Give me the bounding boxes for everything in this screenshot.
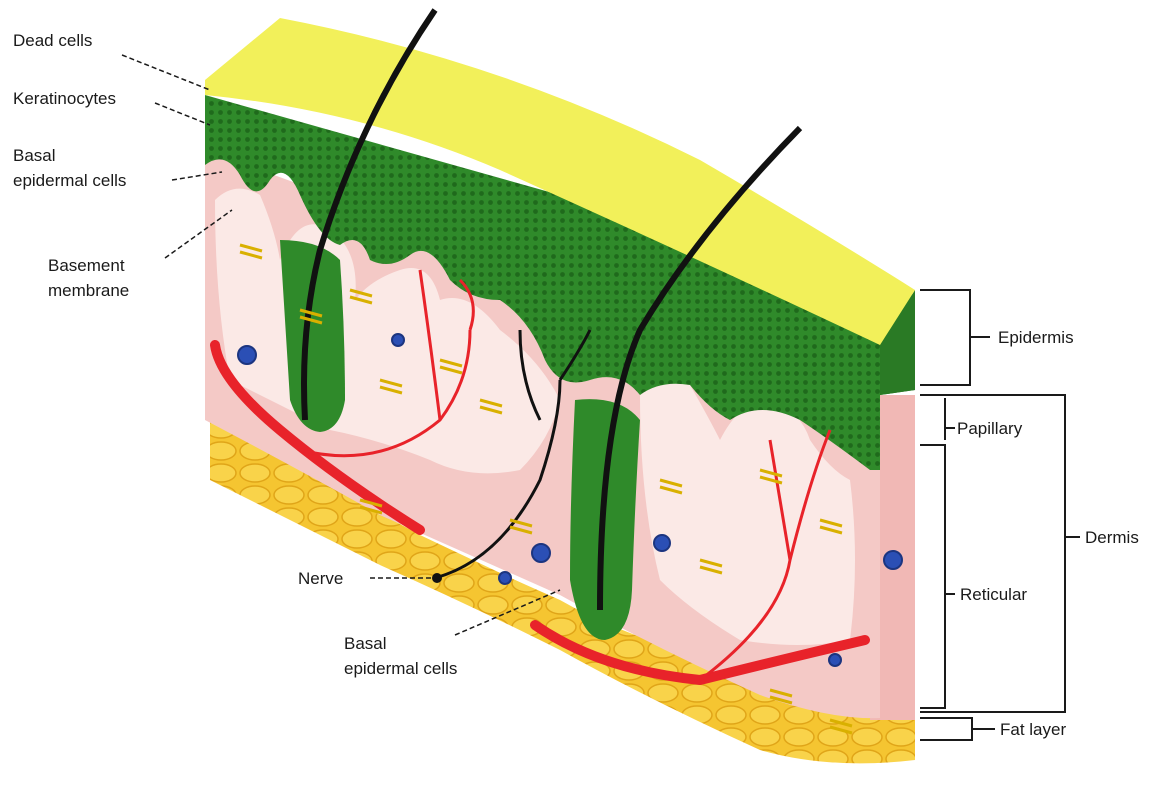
label-basal-epidermal-cells-top-line2: epidermal cells [13, 170, 126, 191]
label-keratinocytes: Keratinocytes [13, 88, 116, 109]
epidermis-bracket [920, 290, 970, 385]
label-basal-epidermal-cells-bottom-line1: Basal [344, 633, 387, 654]
label-fat-layer: Fat layer [1000, 719, 1066, 740]
label-papillary: Papillary [957, 418, 1022, 439]
layer-brackets [920, 290, 1080, 740]
label-basal-epidermal-cells-bottom-line2: epidermal cells [344, 658, 457, 679]
label-basement-membrane-line2: membrane [48, 280, 129, 301]
label-basal-epidermal-cells-top-line1: Basal [13, 145, 56, 166]
label-epidermis: Epidermis [998, 327, 1074, 348]
dermis-bracket [920, 395, 1065, 712]
label-basement-membrane-line1: Basement [48, 255, 125, 276]
label-reticular: Reticular [960, 584, 1027, 605]
nerve-end [432, 573, 442, 583]
label-dead-cells: Dead cells [13, 30, 92, 51]
fat-layer-bracket [920, 718, 972, 740]
label-nerve: Nerve [298, 568, 343, 589]
reticular-bracket [920, 445, 945, 708]
label-dermis: Dermis [1085, 527, 1139, 548]
